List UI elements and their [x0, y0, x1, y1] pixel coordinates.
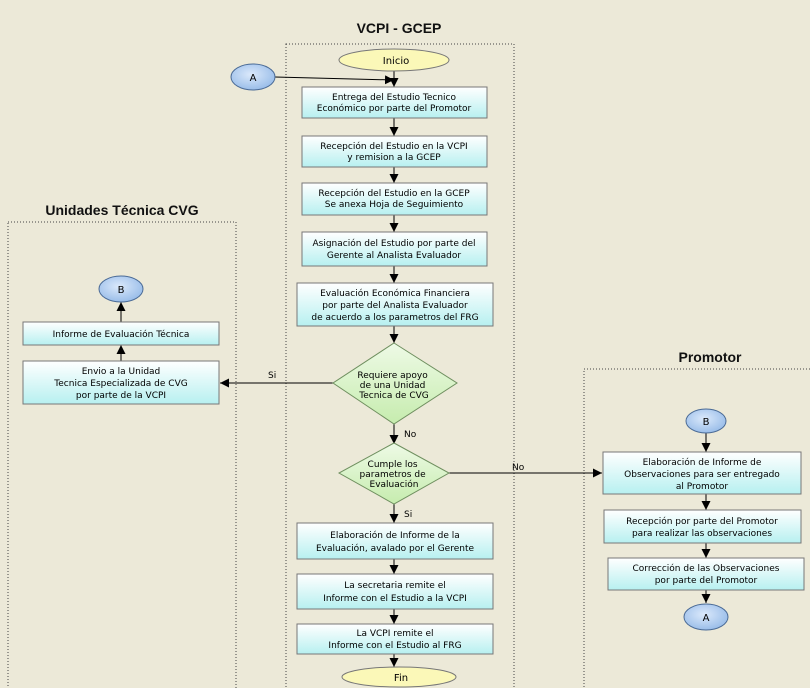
- connector-a-right-label: A: [703, 613, 710, 624]
- terminal-start-label: Inicio: [383, 56, 409, 67]
- step-text-line: Económico por parte del Promotor: [317, 103, 472, 114]
- right-step-text-line: Recepción por parte del Promotor: [626, 516, 778, 527]
- edge-label-d2-si: Si: [404, 510, 412, 520]
- step-text-line: Evaluación Económica Financiera: [320, 288, 470, 299]
- right-step-recepcion-promotor: Recepción por parte del Promotor para rea…: [603, 509, 802, 544]
- connector-b-left-label: B: [118, 285, 125, 296]
- svg-text:Asignación del Estudio por par: Asignación del Estudio por parte delGere…: [313, 238, 476, 261]
- decision-text-line: parametros de: [360, 470, 427, 480]
- edges: [116, 70, 711, 667]
- right-step-text-line: por parte del Promotor: [655, 576, 758, 586]
- svg-text:Informe de Evaluación Técnica: Informe de Evaluación Técnica: [53, 329, 190, 340]
- connector-a-right: A: [683, 603, 729, 631]
- step-text-line: La secretaria remite el: [344, 581, 446, 591]
- right-step-text-line: al Promotor: [676, 482, 728, 492]
- connector-b-right-label: B: [703, 417, 710, 428]
- left-step-text-line: por parte de la VCPI: [76, 391, 166, 401]
- terminal-end-label: Fin: [394, 673, 408, 684]
- left-step-text-line: Tecnica Especializada de CVG: [53, 379, 187, 389]
- decision-cumple-parametros: Cumple los parametros de Evaluación: [337, 442, 451, 505]
- decision-requiere-apoyo-text: Requiere apoyo de una Unidad Tecnica de …: [357, 371, 430, 401]
- lane-right-frame: [583, 368, 810, 688]
- lane-center-frame: [285, 43, 515, 688]
- right-step-text-line: para realizar las observaciones: [632, 529, 772, 539]
- edge-label-d1-si: Si: [268, 371, 276, 381]
- lane-title-center: VCPI - GCEP: [357, 20, 442, 36]
- step-text-line: Evaluación, avalado por el Gerente: [316, 543, 475, 554]
- process-step-7: La secretaria remite el Informe con el Es…: [296, 573, 494, 610]
- step-text-line: Asignación del Estudio por parte del: [313, 238, 476, 249]
- step-text-line: Informe con el Estudio al FRG: [328, 641, 461, 651]
- left-step-text-line: Informe de Evaluación Técnica: [53, 329, 190, 340]
- step-text-line: Informe con el Estudio a la VCPI: [323, 594, 467, 604]
- step-text-line: de acuerdo a los parametros del FRG: [311, 313, 478, 323]
- svg-text:Recepción por parte del Promot: Recepción por parte del Promotor para rea…: [626, 516, 778, 539]
- connector-b-left: B: [98, 275, 144, 303]
- svg-text:Evaluación Económica Financier: Evaluación Económica Financiera por parte…: [311, 288, 478, 323]
- terminal-start: Inicio: [338, 48, 450, 72]
- connector-b-right: B: [685, 408, 727, 434]
- edge-connA-to-flow: [274, 75, 395, 85]
- decision-cumple-parametros-text: Cumple los parametros de Evaluación: [360, 460, 429, 490]
- right-step-text-line: Elaboración de Informe de: [643, 457, 762, 468]
- step-text-line: por parte del Analista Evaluador: [322, 301, 468, 311]
- decision-requiere-apoyo: Requiere apoyo de una Unidad Tecnica de …: [332, 342, 458, 425]
- right-step-text-line: Observaciones para ser entregado: [624, 470, 780, 480]
- svg-text:Corrección de las Observacione: Corrección de las Observaciones por parte…: [633, 563, 780, 586]
- decision-text-line: Cumple los: [368, 460, 418, 470]
- step-text-line: Recepción del Estudio en la GCEP: [318, 188, 470, 199]
- step-text-line: Gerente al Analista Evaluador: [327, 251, 461, 261]
- decision-text-line: Requiere apoyo: [357, 371, 428, 381]
- decision-text-line: Evaluación: [370, 479, 419, 490]
- left-step-text-line: Envio a la Unidad: [82, 367, 161, 377]
- right-step-text-line: Corrección de las Observaciones: [633, 563, 780, 574]
- step-text-line: y remision a la GCEP: [347, 153, 441, 163]
- step-text-line: Entrega del Estudio Tecnico: [332, 93, 456, 103]
- process-step-8: La VCPI remite el Informe con el Estudio …: [296, 623, 494, 655]
- terminal-end: Fin: [341, 666, 457, 688]
- edge-label-d2-no: No: [512, 463, 525, 473]
- step-text-line: Se anexa Hoja de Seguimiento: [325, 200, 464, 210]
- process-step-5: Evaluación Económica Financiera por parte…: [296, 282, 494, 327]
- connector-a-left-label: A: [250, 73, 257, 84]
- step-text-line: Recepción del Estudio en la VCPI: [320, 141, 467, 152]
- decision-text-line: Tecnica de CVG: [358, 391, 429, 401]
- decision-text-line: de una Unidad: [360, 381, 426, 391]
- connector-a-left: A: [230, 63, 276, 91]
- right-step-correccion-observaciones: Corrección de las Observaciones por parte…: [607, 557, 805, 591]
- step-text-line: La VCPI remite el: [356, 629, 433, 639]
- lane-title-right: Promotor: [679, 349, 743, 365]
- left-step-informe-tecnica: Informe de Evaluación Técnica: [22, 321, 220, 346]
- lane-left-frame: [7, 221, 237, 688]
- step-text-line: Elaboración de Informe de la: [330, 530, 460, 541]
- right-step-elaboracion-observaciones: Elaboración de Informe de Observaciones p…: [602, 451, 802, 495]
- lane-title-left: Unidades Técnica CVG: [45, 202, 198, 218]
- process-step-6: Elaboración de Informe de la Evaluación, …: [296, 522, 494, 560]
- edge-label-d1-no: No: [404, 430, 417, 440]
